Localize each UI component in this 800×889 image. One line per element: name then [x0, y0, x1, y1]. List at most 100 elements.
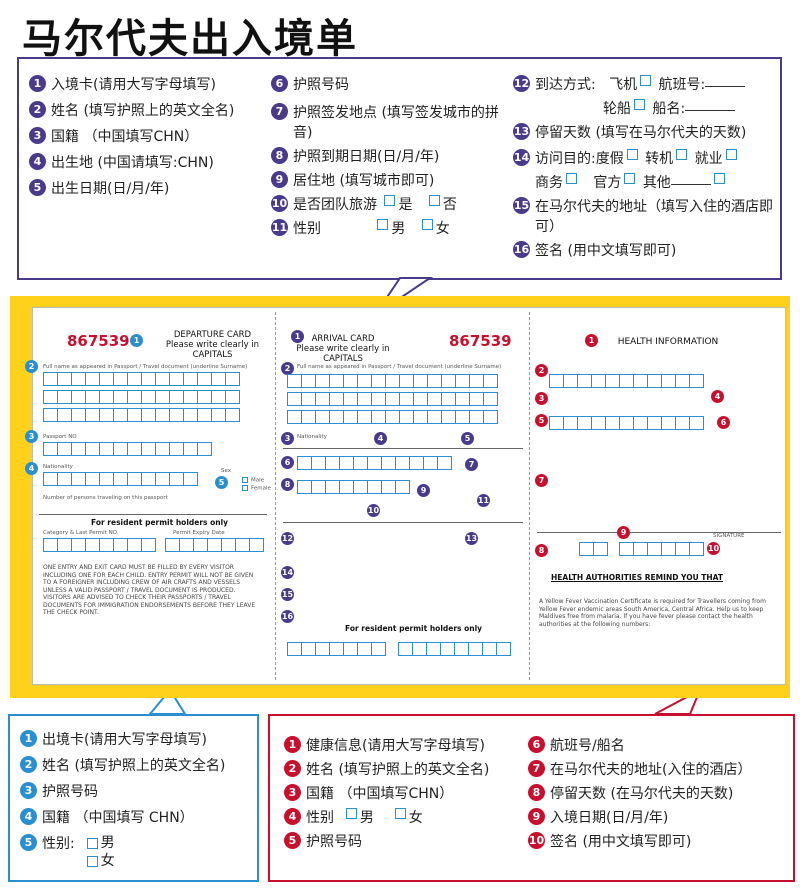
- number-badge: 15: [513, 197, 530, 214]
- checkbox[interactable]: [626, 149, 638, 160]
- checkbox[interactable]: [566, 173, 577, 184]
- checkbox[interactable]: [713, 173, 725, 184]
- marker-11: 11: [477, 494, 490, 507]
- guide-text: 护照签发地点 (填写签发城市的拼音): [293, 105, 499, 141]
- checkbox[interactable]: [86, 837, 98, 849]
- expiry-grid[interactable]: [165, 538, 264, 552]
- guide-text: 签名 (用中文填写即可): [535, 243, 677, 259]
- passport-grid[interactable]: [549, 416, 704, 430]
- checkbox[interactable]: [394, 808, 406, 819]
- guide-text: 出生日期(日/月/年): [51, 181, 170, 197]
- guide-text: 到达方式:: [535, 77, 596, 93]
- checkbox[interactable]: [725, 149, 737, 160]
- number-badge: 3: [29, 127, 46, 144]
- marker-15: 15: [281, 588, 294, 601]
- option-label: 飞机: [609, 77, 638, 93]
- category-grid[interactable]: [287, 642, 386, 656]
- name-grid[interactable]: [43, 408, 240, 422]
- name-grid[interactable]: [43, 390, 240, 404]
- checkbox[interactable]: [428, 195, 440, 206]
- stay-grid[interactable]: [579, 542, 608, 556]
- passport-grid[interactable]: [297, 456, 452, 470]
- guide-text: 护照号码: [293, 77, 349, 93]
- guide-text: 出境卡(请用大写字母填写): [42, 732, 207, 748]
- nationality-grid[interactable]: [43, 472, 198, 486]
- divider: [283, 522, 523, 523]
- option-label: 男: [391, 221, 406, 237]
- name-grid[interactable]: [287, 410, 498, 424]
- checkbox[interactable]: [86, 855, 98, 867]
- checkbox[interactable]: [242, 477, 248, 483]
- departure-title: DEPARTURE CARD: [173, 330, 252, 340]
- marker-8: 8: [535, 544, 548, 557]
- guide-text: 停留天数 (填写在马尔代夫的天数): [535, 125, 747, 141]
- expiry-label: Permit Expiry Date: [173, 530, 225, 536]
- checkbox[interactable]: [384, 195, 396, 206]
- number-badge: 8: [271, 147, 288, 164]
- checkbox[interactable]: [676, 149, 688, 160]
- number-badge: 11: [271, 219, 288, 236]
- passport-grid[interactable]: [43, 442, 212, 456]
- name-grid[interactable]: [287, 392, 498, 406]
- checkbox[interactable]: [634, 99, 645, 110]
- checkbox[interactable]: [421, 219, 433, 230]
- option-label: 是: [398, 197, 413, 213]
- sex-label: Sex: [221, 468, 232, 474]
- health-title: HEALTH INFORMATION: [617, 337, 719, 347]
- name-grid[interactable]: [287, 374, 498, 388]
- option-label: 否: [442, 197, 457, 213]
- guide-text: 姓名 (填写护照上的英文全名): [306, 762, 490, 778]
- marker-5: 5: [461, 432, 474, 445]
- page-title: 马尔代夫出入境单: [22, 16, 358, 62]
- checkbox[interactable]: [345, 808, 357, 819]
- number-badge: 4: [20, 808, 37, 825]
- category-grid[interactable]: [43, 538, 156, 552]
- checkbox[interactable]: [242, 485, 248, 491]
- name-grid[interactable]: [43, 372, 240, 386]
- checkbox[interactable]: [640, 75, 652, 86]
- checkbox[interactable]: [377, 219, 389, 230]
- option-label: 转机: [645, 151, 674, 167]
- guide-text: 出生地 (中国请填写:CHN): [51, 155, 214, 171]
- number-badge: 9: [271, 171, 288, 188]
- marker-10: 10: [707, 542, 720, 555]
- health-remind-title: HEALTH AUTHORITIES REMIND YOU THAT: [551, 573, 724, 582]
- marker-1: 1: [130, 334, 143, 347]
- option-label: 其他: [642, 175, 671, 191]
- expiry-grid[interactable]: [398, 642, 511, 656]
- entry-date-grid[interactable]: [619, 542, 704, 556]
- number-badge: 4: [284, 808, 301, 825]
- option-label: 船名:: [652, 101, 686, 117]
- option-label: Male: [251, 477, 265, 484]
- option-label: 轮船: [603, 101, 631, 117]
- expiry-date-grid[interactable]: [297, 480, 410, 494]
- name-grid[interactable]: [549, 374, 704, 388]
- checkbox[interactable]: [624, 173, 636, 184]
- number-badge: 7: [271, 103, 288, 120]
- guide-text: 访问目的:: [535, 151, 596, 167]
- option-label: 女: [435, 221, 450, 237]
- number-badge: 6: [528, 736, 545, 753]
- guide-text: 护照号码: [306, 834, 362, 850]
- blank-line: [670, 173, 711, 185]
- guide-text: 在马尔代夫的地址（填写入住的酒店即可）: [535, 199, 773, 235]
- marker-12: 12: [281, 532, 294, 545]
